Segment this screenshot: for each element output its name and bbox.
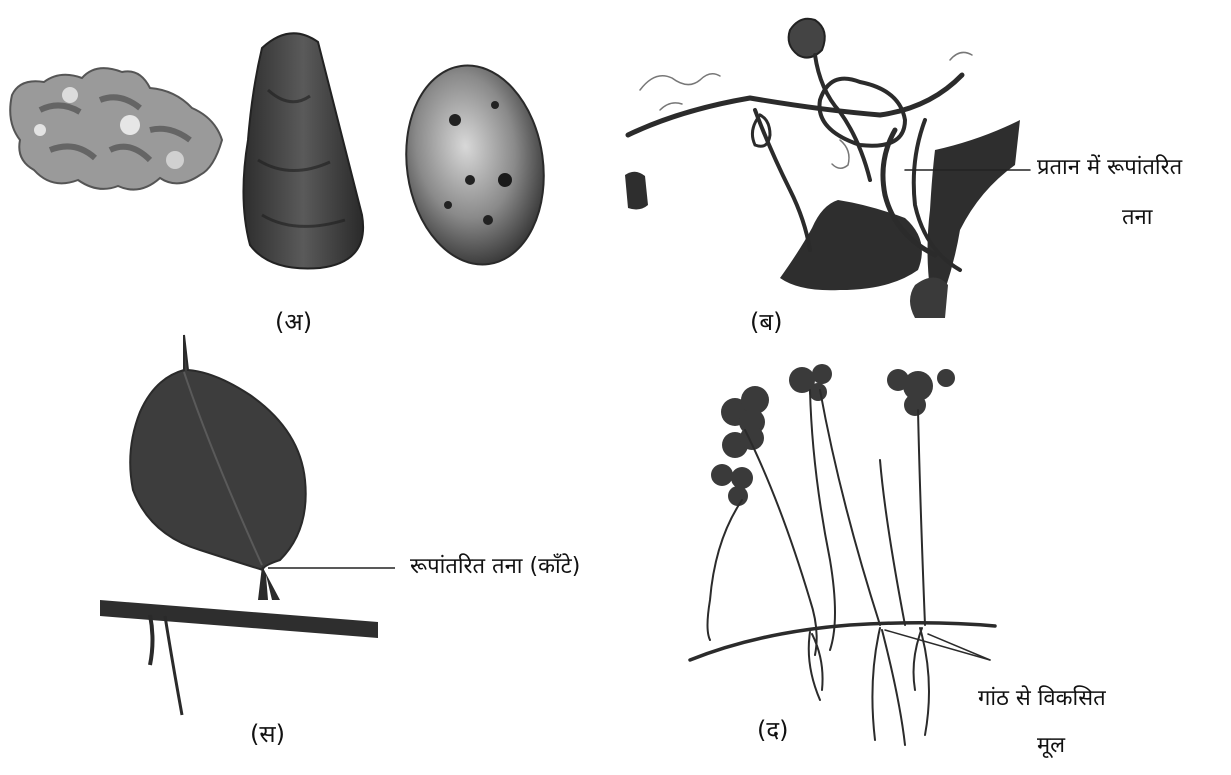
potato-tuber — [394, 57, 557, 274]
panel-c-caption: (स) — [250, 722, 285, 746]
vine-leaf — [928, 120, 1021, 290]
panel-b-label-line1: प्रतान में रूपांतरित — [1037, 157, 1182, 179]
panel-d-label-line2: मूल — [1037, 735, 1065, 757]
horizontal-stem — [100, 600, 378, 638]
panel-c-label: रूपांतरित तना (काँटे) — [410, 556, 580, 578]
panel-a-illustration — [10, 33, 556, 273]
panel-d-illustration — [690, 364, 995, 745]
vine-leaf — [625, 172, 648, 210]
panel-d-label-line1: गांठ से विकसित — [978, 688, 1106, 710]
panel-b-label-line2: तना — [1122, 207, 1152, 229]
panel-d-leader-line — [885, 630, 990, 660]
panel-c-illustration — [100, 335, 395, 715]
stem-root — [165, 616, 182, 715]
elongated-tuber — [243, 33, 363, 268]
panel-d-leader-line — [928, 634, 990, 660]
stem-root — [150, 615, 153, 665]
runner-stem — [690, 623, 995, 660]
panel-a-caption: (अ) — [275, 310, 312, 334]
thorn-stem — [258, 566, 280, 600]
panel-d-caption: (द) — [757, 718, 788, 742]
panel-b-illustration — [625, 19, 1030, 318]
panel-b-caption: (ब) — [750, 310, 782, 334]
leaf-blade — [130, 335, 305, 570]
vine-leaf — [910, 278, 948, 319]
